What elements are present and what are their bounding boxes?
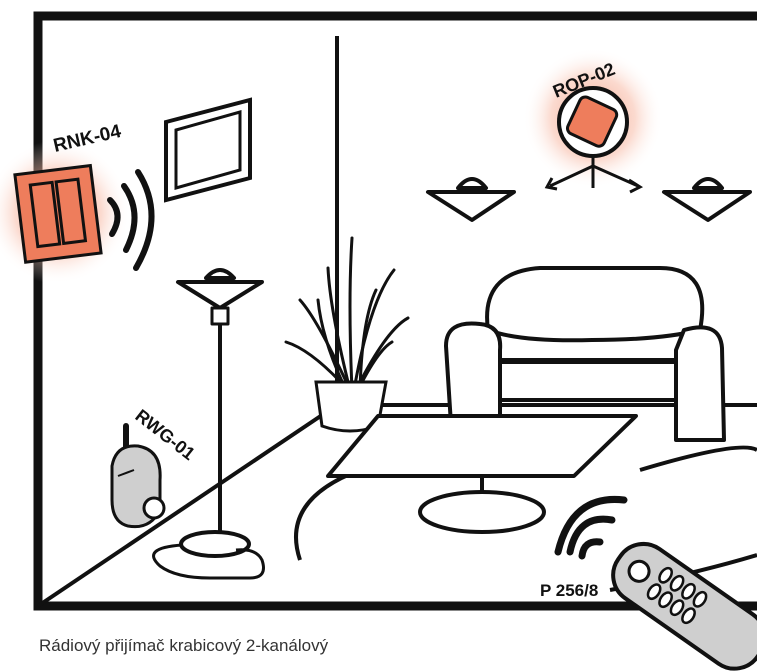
remote-label: P 256/8: [540, 581, 598, 600]
ceiling-light-right: [664, 179, 750, 220]
coffee-table: [328, 416, 636, 532]
plant: [286, 238, 408, 431]
caption: Rádiový přijímač krabicový 2-kanálový: [39, 636, 328, 656]
remote-signal-waves: [558, 499, 624, 556]
floor-lamp: [178, 270, 262, 556]
rnk-switch: [0, 140, 130, 284]
rwg-receiver: [112, 426, 164, 527]
picture-frame: [166, 100, 250, 200]
ceiling-light-left: [428, 179, 514, 220]
